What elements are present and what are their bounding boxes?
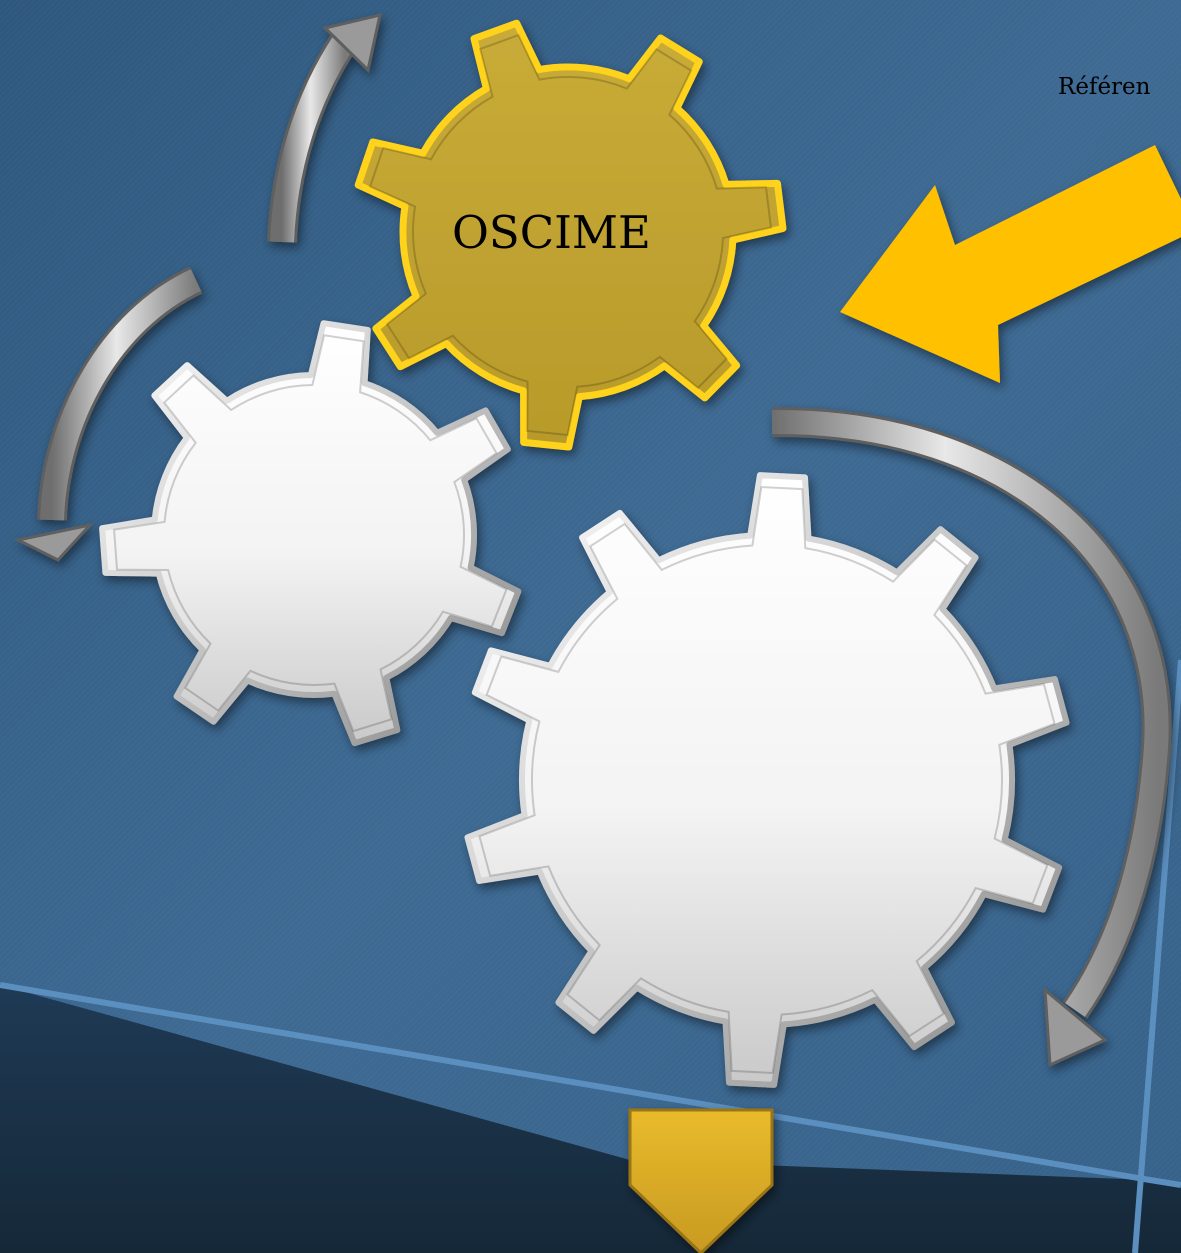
gear-gold xyxy=(354,19,787,451)
curved-arrow-left xyxy=(13,266,203,562)
curved-arrow-top xyxy=(267,12,382,243)
gear-large-silver xyxy=(464,472,1070,1088)
gear-large-body xyxy=(464,472,1070,1088)
band-edge-line xyxy=(0,982,1181,1188)
gear-label: OSCIME xyxy=(452,206,651,259)
gear-small-silver xyxy=(99,320,522,747)
gear-large-bevel xyxy=(478,486,1056,1074)
gear-gold-body xyxy=(354,19,787,451)
down-marker xyxy=(628,1108,774,1253)
gear-small-bevel xyxy=(113,334,508,733)
curved-arrow-right xyxy=(771,406,1172,1068)
dark-band xyxy=(0,985,1181,1253)
gear-gold-bevel xyxy=(368,33,773,437)
reference-label: Référen xyxy=(1058,74,1151,100)
side-edge-line xyxy=(1132,659,1181,1253)
yellow-pointer-arrow xyxy=(840,145,1181,383)
